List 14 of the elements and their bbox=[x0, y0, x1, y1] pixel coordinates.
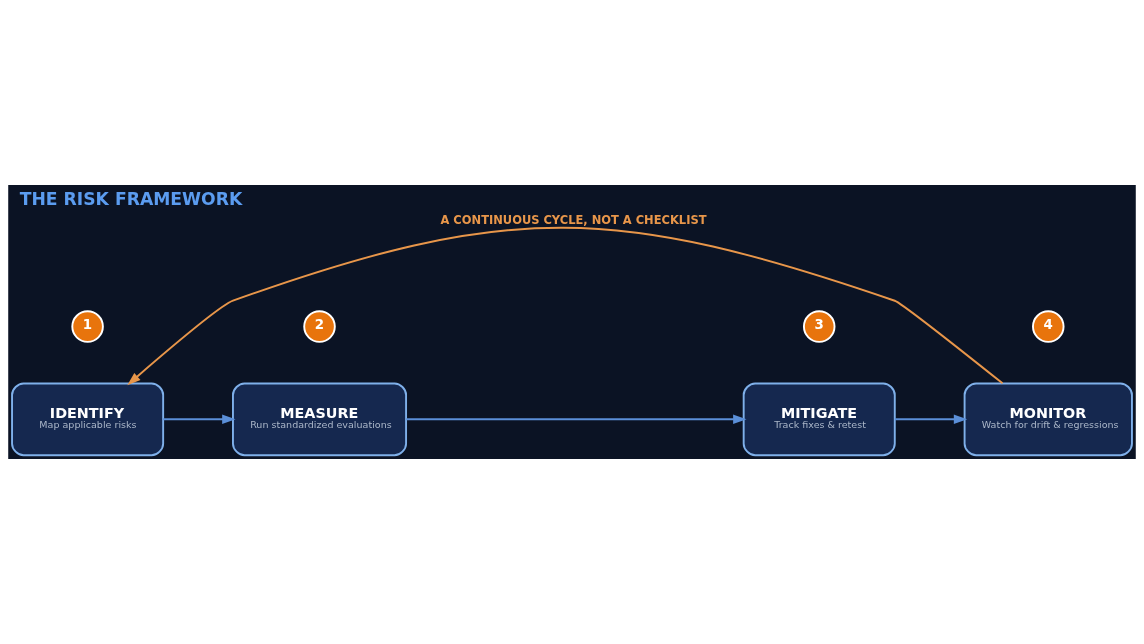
arrow bbox=[893, 414, 968, 424]
diagram-title: THE RISK FRAMEWORK bbox=[19, 189, 243, 210]
arrow bbox=[405, 414, 747, 424]
edge-label: A CONTINUOUS CYCLE, NOT A CHECKLIST bbox=[440, 212, 707, 227]
node-box: MONITOR Watch for drift & regressions bbox=[963, 382, 1133, 457]
node-circle: 4 bbox=[1032, 310, 1065, 343]
node-box: IDENTIFY Map applicable risks bbox=[11, 382, 165, 457]
arrow bbox=[162, 414, 236, 424]
node-box: MITIGATE Track fixes & retest bbox=[742, 382, 896, 457]
node-box: MEASURE Run standardized evaluations bbox=[232, 382, 408, 457]
arrow bbox=[127, 226, 1004, 386]
node-circle: 3 bbox=[802, 310, 836, 343]
node-circle: 2 bbox=[303, 310, 336, 343]
node-circle: 1 bbox=[71, 310, 104, 343]
